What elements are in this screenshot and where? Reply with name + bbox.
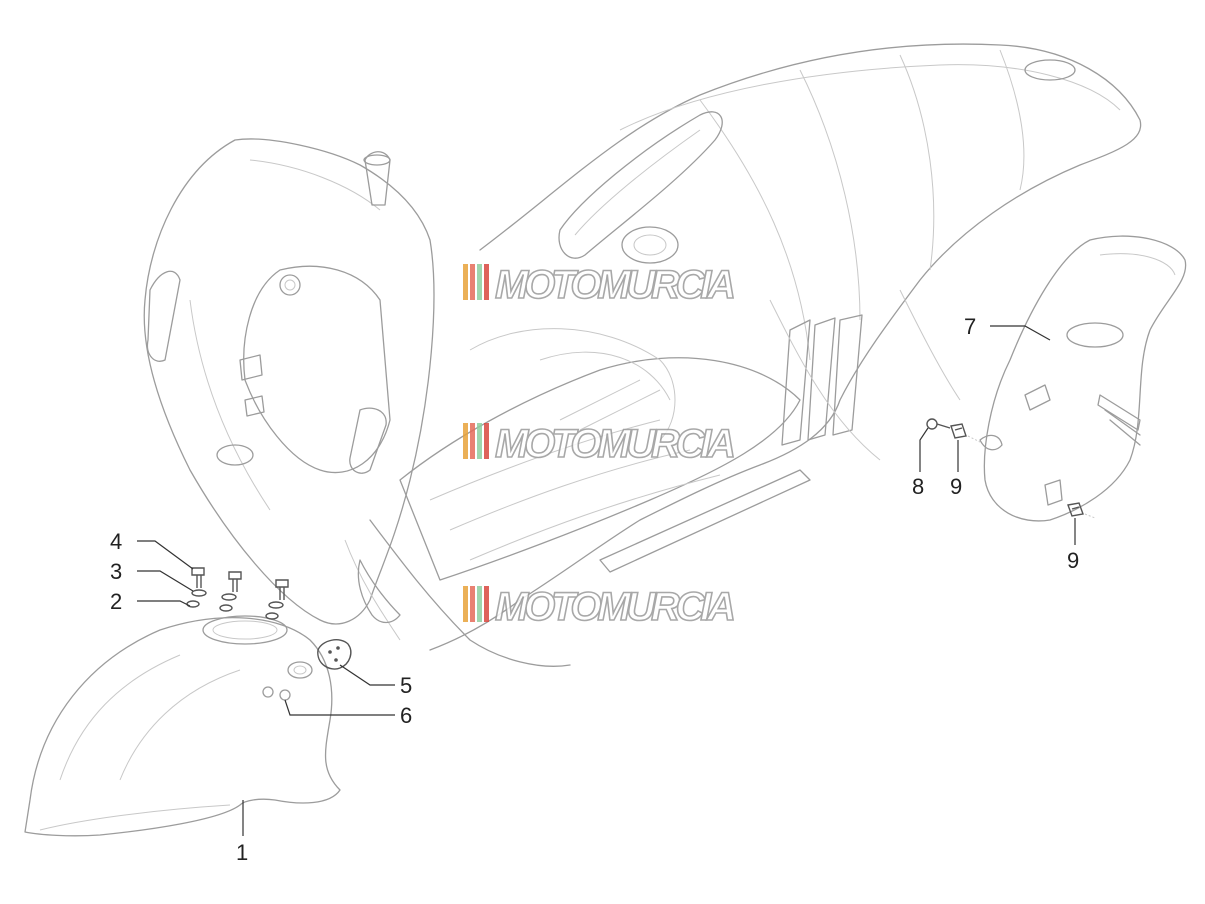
- watermark-stripe: [463, 423, 468, 459]
- watermark-stripe: [470, 264, 475, 300]
- body-shell: [399, 43, 1142, 651]
- watermark-stripe: [477, 264, 482, 300]
- watermark-stripe: [477, 423, 482, 459]
- watermark-stripe: [470, 586, 475, 622]
- callout-9b: 9: [1067, 548, 1079, 573]
- fastener-set-rear: [926, 418, 1096, 519]
- leader-6: [284, 699, 395, 716]
- watermark-group: MOTOMURCIA MOTOMURCIA MOTOMURCIA: [463, 262, 740, 630]
- leader-2: [137, 600, 191, 607]
- callout-labels: 1 2 3 4 5 6 7 8 9 9: [110, 314, 1079, 865]
- watermark-text: MOTOMURCIA: [495, 263, 740, 307]
- leader-7: [990, 325, 1051, 341]
- callout-7: 7: [964, 314, 976, 339]
- leader-4: [137, 540, 194, 570]
- watermark-stripe: [470, 423, 475, 459]
- horn-cover-plate: [317, 639, 352, 670]
- callout-8: 8: [912, 474, 924, 499]
- callout-4: 4: [110, 529, 122, 554]
- leader-5: [339, 664, 395, 686]
- watermark-3: MOTOMURCIA: [463, 584, 740, 630]
- callout-6: 6: [400, 703, 412, 728]
- leader-8: [919, 427, 929, 472]
- watermark-stripe: [484, 264, 489, 300]
- callout-2: 2: [110, 589, 122, 614]
- front-leg-shield: [143, 138, 571, 667]
- callout-1: 1: [236, 840, 248, 865]
- watermark-text: MOTOMURCIA: [495, 585, 740, 629]
- rear-mudguard: [979, 235, 1187, 522]
- callout-3: 3: [110, 559, 122, 584]
- watermark-2: MOTOMURCIA: [463, 421, 740, 467]
- callout-5: 5: [400, 673, 412, 698]
- callout-9a: 9: [950, 474, 962, 499]
- watermark-stripe: [484, 423, 489, 459]
- watermark-stripe: [463, 586, 468, 622]
- front-mudguard: [24, 615, 341, 837]
- watermark-stripe: [484, 586, 489, 622]
- watermark-stripe: [477, 586, 482, 622]
- watermark-1: MOTOMURCIA: [463, 262, 740, 308]
- leader-3: [137, 570, 194, 592]
- leader-lines: [137, 325, 1076, 836]
- fastener-set-front: [186, 567, 289, 620]
- watermark-text: MOTOMURCIA: [495, 422, 740, 466]
- watermark-stripe: [463, 264, 468, 300]
